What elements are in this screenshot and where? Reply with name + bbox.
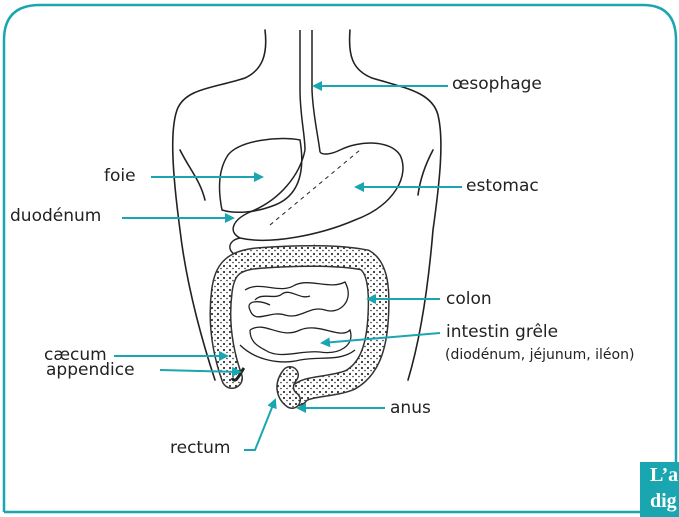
caption-tab: L’a dig bbox=[640, 462, 679, 517]
caption-line-2: dig bbox=[650, 488, 679, 514]
arrow-appendice bbox=[160, 370, 240, 372]
arrow-intestin bbox=[322, 333, 440, 343]
arrow-rectum bbox=[244, 400, 275, 450]
caption-line-1: L’a bbox=[650, 462, 679, 488]
